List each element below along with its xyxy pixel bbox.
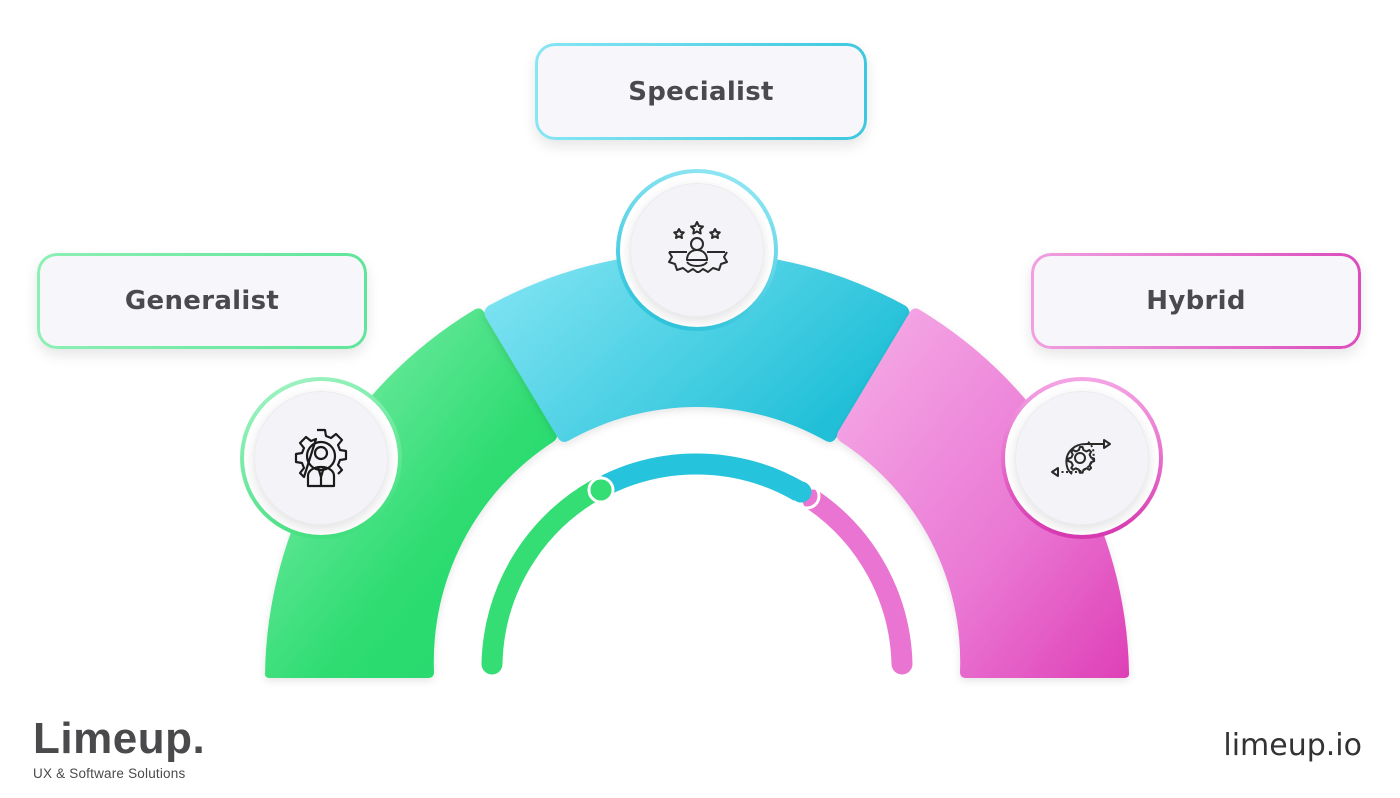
label-generalist: Generalist: [37, 253, 367, 349]
label-specialist-text: Specialist: [628, 76, 774, 107]
person-stars-gear-icon: [668, 221, 728, 273]
segment-hybrid: [837, 308, 1130, 678]
icon-badge-hybrid: [1001, 377, 1163, 539]
gear-cycle-arrows-icon: [1051, 439, 1111, 477]
label-hybrid-text: Hybrid: [1146, 286, 1246, 316]
segment-specialist: [484, 252, 910, 442]
gauge-arc-specialist: [601, 453, 806, 502]
icon-badge-generalist: [240, 377, 402, 539]
logo-tagline: UX & Software Solutions: [33, 766, 186, 781]
gauge-cap-generalist: [590, 479, 612, 501]
icon-badge-specialist: [616, 169, 778, 331]
segment-generalist: [264, 308, 557, 678]
brand-logo: Limeup. UX & Software Solutions: [33, 714, 205, 781]
gauge-arc-generalist: [481, 478, 608, 675]
label-specialist: Specialist: [535, 43, 867, 140]
logo-wordmark: Limeup.: [33, 714, 206, 763]
gauge-separator: [587, 476, 615, 504]
gauge-arc-hybrid: [802, 489, 913, 675]
gauge-cap-specialist-end: [790, 481, 812, 503]
gear-person-icon: [294, 428, 348, 488]
label-generalist-text: Generalist: [124, 286, 280, 316]
website-url: limeup.io: [1223, 728, 1362, 763]
label-hybrid: Hybrid: [1031, 253, 1361, 349]
